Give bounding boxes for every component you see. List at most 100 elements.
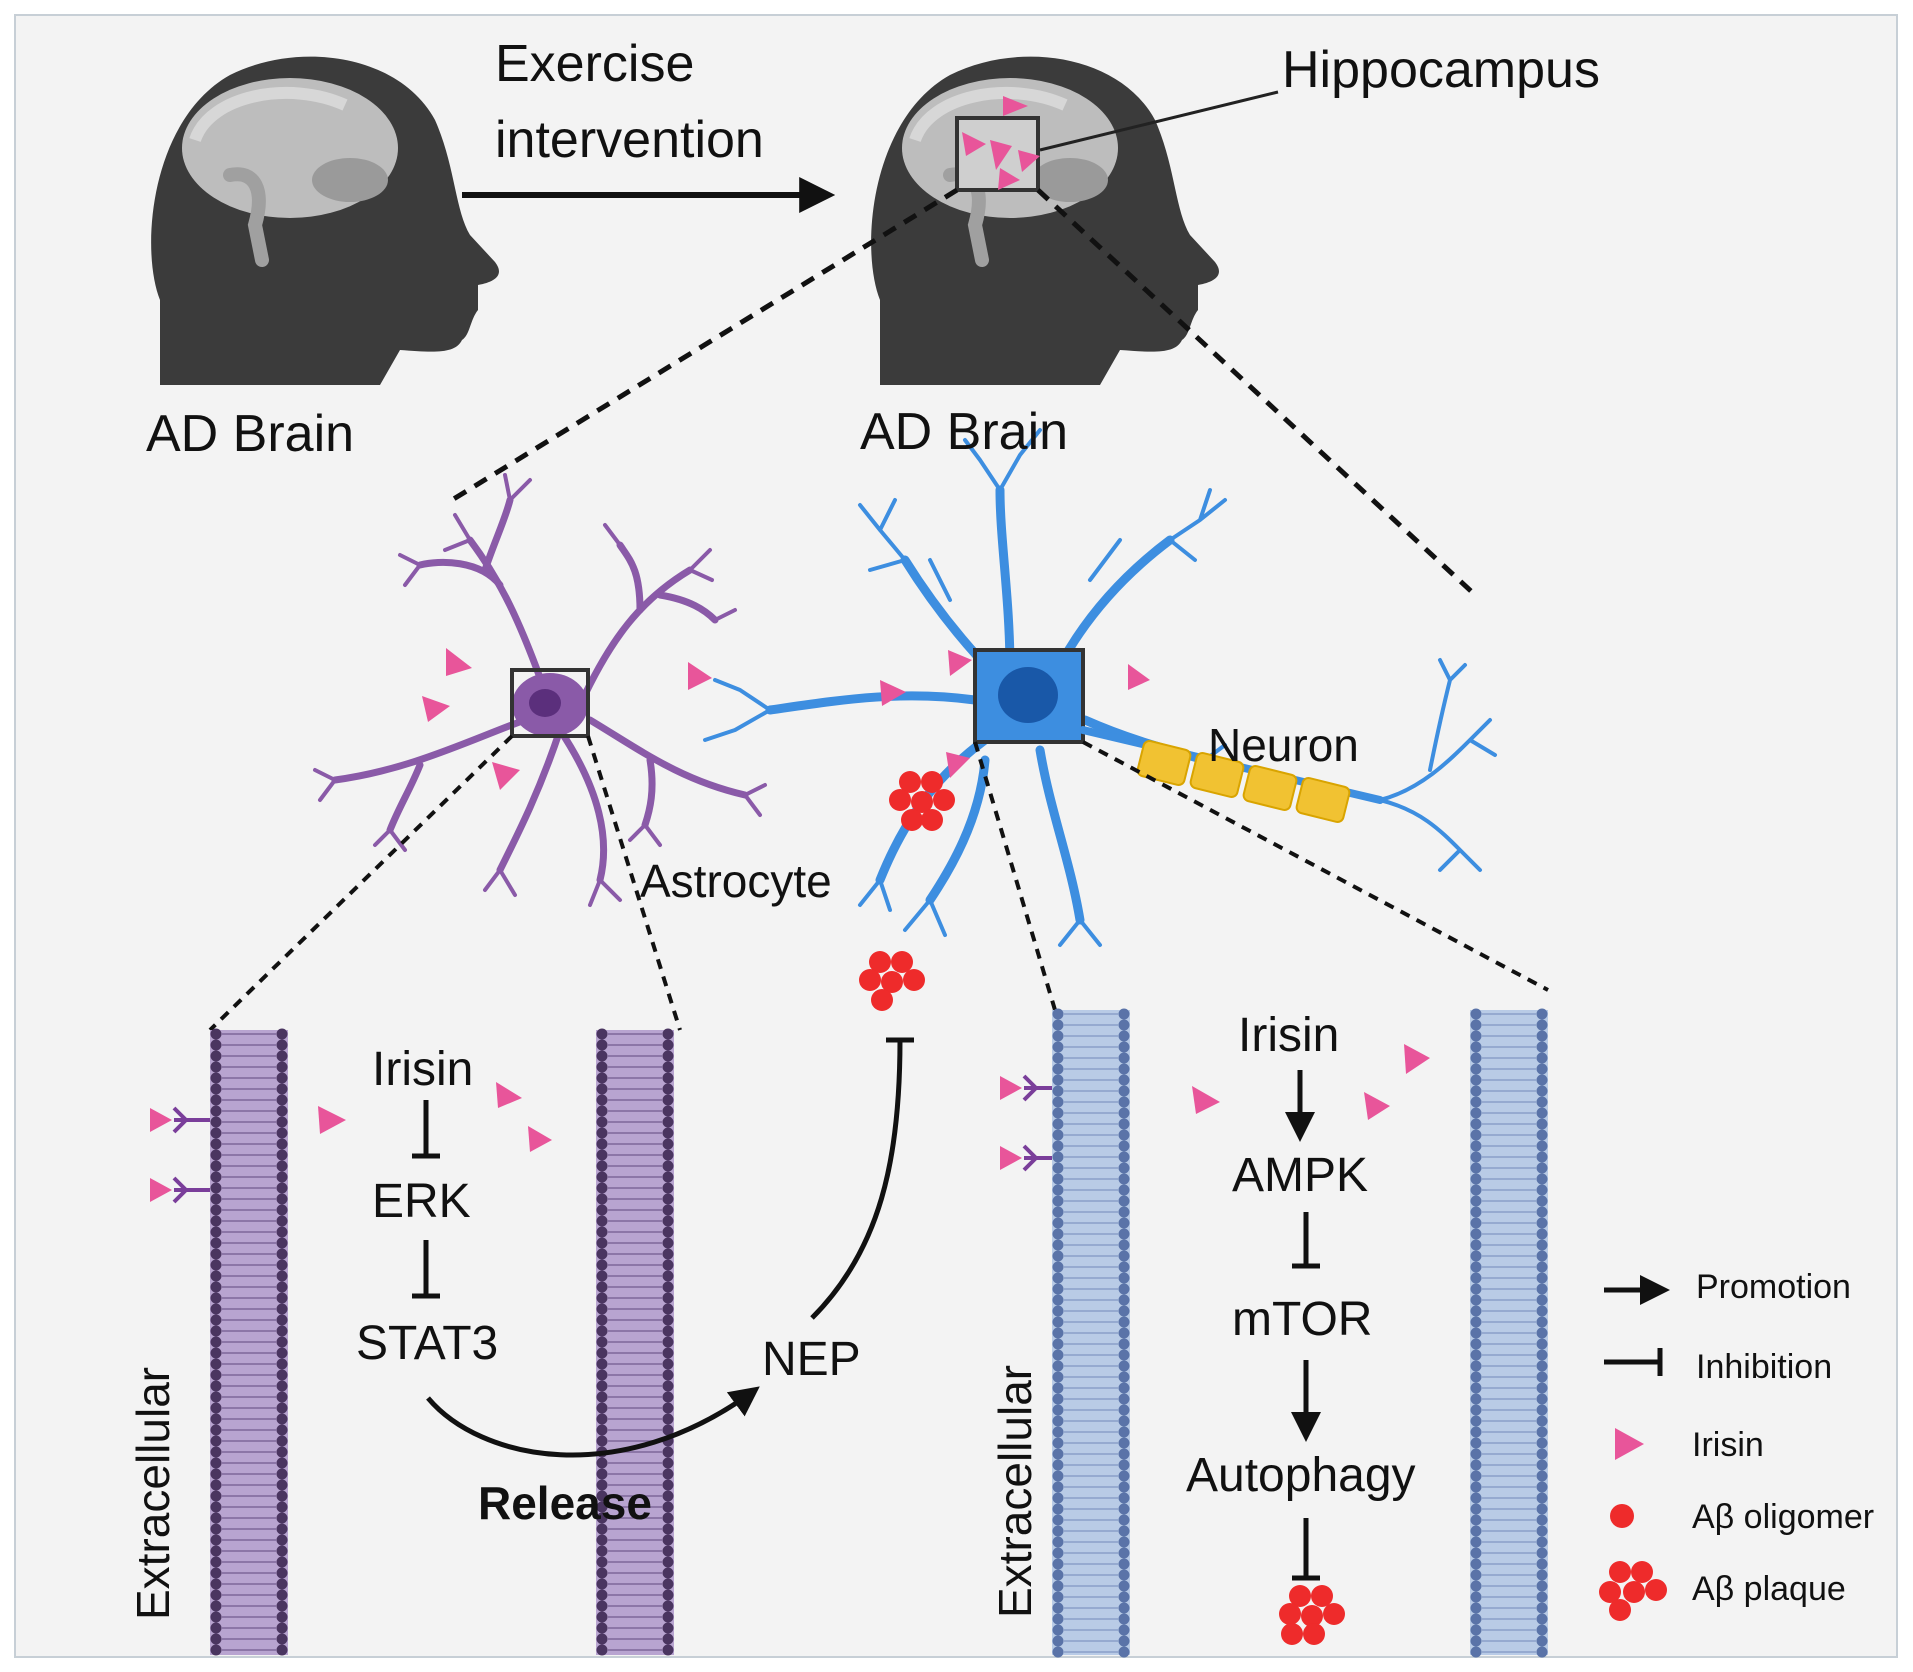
membrane-bead xyxy=(1470,1129,1482,1141)
membrane-bead xyxy=(662,1314,674,1326)
membrane-bead xyxy=(1118,1503,1130,1515)
membrane-bead xyxy=(662,1446,674,1458)
membrane-bead xyxy=(1118,1635,1130,1647)
membrane-bead xyxy=(1470,1063,1482,1075)
membrane-bead xyxy=(1052,1041,1064,1053)
membrane-bead xyxy=(1052,1294,1064,1306)
membrane-bead xyxy=(276,1292,288,1304)
membrane-bead xyxy=(1470,1360,1482,1372)
membrane-bead xyxy=(662,1479,674,1491)
membrane-bead xyxy=(276,1050,288,1062)
membrane-bead xyxy=(210,1050,222,1062)
membrane-bead xyxy=(1470,1437,1482,1449)
membrane-bead xyxy=(1470,1459,1482,1471)
membrane-bead xyxy=(1052,1448,1064,1460)
abeta-plaque-bottom xyxy=(1279,1585,1345,1645)
membrane-bead xyxy=(210,1116,222,1128)
membrane-bead xyxy=(1536,1459,1548,1471)
membrane-bead xyxy=(1052,1272,1064,1284)
membrane-bead xyxy=(1536,1349,1548,1361)
membrane-bead xyxy=(1118,1591,1130,1603)
membrane-bead xyxy=(662,1402,674,1414)
membrane-bead xyxy=(210,1600,222,1612)
membrane-bead xyxy=(1052,1052,1064,1064)
membrane-bead xyxy=(1536,1492,1548,1504)
cell-zoom-lines xyxy=(208,734,1549,1032)
membrane-bead xyxy=(596,1501,608,1513)
membrane-bead xyxy=(276,1534,288,1546)
membrane-bead xyxy=(276,1204,288,1216)
membrane-bead xyxy=(1052,1140,1064,1152)
membrane-bead xyxy=(1118,1481,1130,1493)
legend-irisin: Irisin xyxy=(1692,1426,1764,1464)
membrane-bead xyxy=(662,1600,674,1612)
membrane-bead xyxy=(1118,1118,1130,1130)
membrane-bead xyxy=(276,1127,288,1139)
membrane-bead xyxy=(276,1314,288,1326)
membrane-bead xyxy=(596,1545,608,1557)
membrane-bead xyxy=(1536,1646,1548,1658)
membrane-bead xyxy=(1470,1646,1482,1658)
membrane-bead xyxy=(1470,1349,1482,1361)
membrane-bead xyxy=(1118,1327,1130,1339)
membrane-bead xyxy=(596,1303,608,1315)
membrane-bead xyxy=(276,1644,288,1656)
membrane-bead xyxy=(662,1303,674,1315)
membrane-bead xyxy=(276,1116,288,1128)
membrane-bead xyxy=(1536,1239,1548,1251)
membrane-bead xyxy=(1118,1107,1130,1119)
membrane-bead xyxy=(1052,1514,1064,1526)
membrane-bead xyxy=(1118,1580,1130,1592)
membrane-bead xyxy=(276,1622,288,1634)
membrane-bead xyxy=(1536,1107,1548,1119)
membrane-bead xyxy=(1536,1250,1548,1262)
membrane-bead xyxy=(662,1039,674,1051)
membrane-bead xyxy=(1536,1448,1548,1460)
membrane-bead xyxy=(210,1402,222,1414)
membrane-bead xyxy=(1536,1316,1548,1328)
membrane-bead xyxy=(662,1050,674,1062)
membrane-bead xyxy=(662,1094,674,1106)
membrane-bead xyxy=(1118,1261,1130,1273)
membrane-bead xyxy=(1118,1206,1130,1218)
membrane-bead xyxy=(596,1578,608,1590)
membrane-bead xyxy=(662,1622,674,1634)
membrane-bead xyxy=(1536,1393,1548,1405)
membrane-bead xyxy=(210,1083,222,1095)
membrane-bead xyxy=(1470,1591,1482,1603)
membrane-bead xyxy=(1536,1085,1548,1097)
membrane-bead xyxy=(1536,1074,1548,1086)
membrane-bead xyxy=(1052,1558,1064,1570)
membrane-bead xyxy=(662,1182,674,1194)
membrane-bead xyxy=(662,1534,674,1546)
membrane-bead xyxy=(1470,1481,1482,1493)
membrane-bead xyxy=(596,1182,608,1194)
membrane-bead xyxy=(596,1127,608,1139)
membrane-bead xyxy=(1470,1547,1482,1559)
membrane-bead xyxy=(276,1083,288,1095)
legend-abeta-oligomer: Aβ oligomer xyxy=(1692,1498,1875,1536)
membrane-bead xyxy=(1118,1272,1130,1284)
membrane-bead xyxy=(276,1545,288,1557)
membrane-bead xyxy=(662,1204,674,1216)
membrane-bead xyxy=(1536,1580,1548,1592)
membrane-bead xyxy=(210,1578,222,1590)
membrane-bead xyxy=(1052,1151,1064,1163)
membrane-bead xyxy=(210,1325,222,1337)
legend-icons xyxy=(1599,1275,1670,1621)
membrane-bead xyxy=(276,1160,288,1172)
membrane-bead xyxy=(1052,1459,1064,1471)
membrane-bead xyxy=(1470,1074,1482,1086)
membrane-bead xyxy=(1118,1415,1130,1427)
membrane-bead xyxy=(1118,1338,1130,1350)
membrane-bead xyxy=(210,1589,222,1601)
membrane-bead xyxy=(210,1270,222,1282)
membrane-bead xyxy=(1470,1085,1482,1097)
nep-inhibition-curve xyxy=(810,1039,903,1320)
membrane-bead xyxy=(1536,1371,1548,1383)
membrane-bead xyxy=(1052,1503,1064,1515)
membrane-bead xyxy=(596,1105,608,1117)
left-brain-caption: AD Brain xyxy=(146,405,355,463)
astrocyte-pathway-inhibitions xyxy=(412,1100,440,1299)
